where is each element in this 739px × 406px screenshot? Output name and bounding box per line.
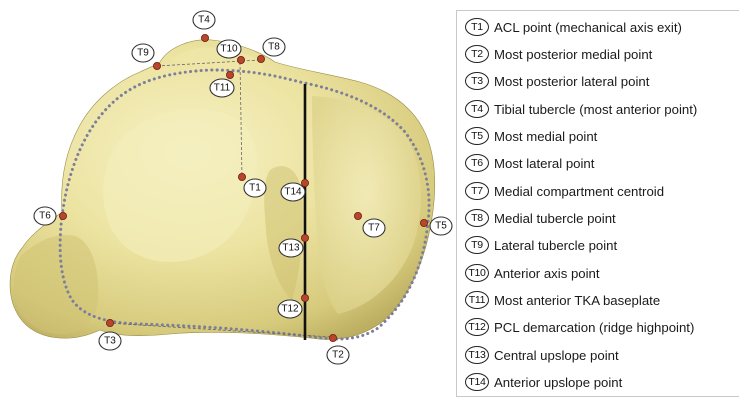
- legend-item-t2: T2 Most posterior medial point: [465, 42, 652, 66]
- legend-badge: T14: [465, 373, 489, 391]
- legend-badge: T2: [465, 45, 489, 63]
- label-t9-text: T9: [137, 48, 149, 59]
- point-t11: [226, 71, 233, 78]
- legend-item-t6: T6 Most lateral point: [465, 151, 594, 175]
- legend-item-t4: T4 Tibial tubercle (most anterior point): [465, 97, 697, 121]
- legend-badge: T8: [465, 209, 489, 227]
- legend-text: Most posterior medial point: [494, 47, 652, 62]
- legend-badge: T6: [465, 154, 489, 172]
- label-t13-text: T13: [282, 243, 300, 254]
- label-t12-text: T12: [281, 304, 299, 315]
- legend-text: Lateral tubercle point: [494, 238, 617, 253]
- legend-badge: T11: [465, 291, 489, 309]
- legend-text: PCL demarcation (ridge highpoint): [494, 320, 694, 335]
- label-t4-text: T4: [198, 15, 210, 26]
- label-t14-text: T14: [284, 187, 302, 198]
- legend-item-t8: T8 Medial tubercle point: [465, 206, 616, 230]
- legend-text: Anterior axis point: [494, 266, 600, 281]
- point-t5: [420, 219, 427, 226]
- legend-badge: T9: [465, 236, 489, 254]
- legend-text: Tibial tubercle (most anterior point): [494, 102, 697, 117]
- legend-badge: T7: [465, 182, 489, 200]
- label-t1: T1: [244, 179, 266, 197]
- legend-text: Most posterior lateral point: [494, 74, 649, 89]
- legend-badge: T13: [465, 346, 489, 364]
- point-t6: [59, 212, 66, 219]
- point-t14: [301, 179, 308, 186]
- label-t14: T14: [281, 183, 305, 201]
- point-t3: [106, 319, 113, 326]
- label-t7: T7: [363, 219, 385, 237]
- point-t7: [354, 212, 361, 219]
- legend-badge: T4: [465, 100, 489, 118]
- label-t10-text: T10: [220, 44, 238, 55]
- label-t12: T12: [278, 300, 302, 318]
- legend-item-t5: T5 Most medial point: [465, 124, 597, 148]
- label-t5: T5: [430, 217, 452, 235]
- legend-item-t13: T13 Central upslope point: [465, 343, 619, 367]
- point-t8: [257, 55, 264, 62]
- label-t6-text: T6: [39, 211, 51, 222]
- legend-item-t11: T11 Most anterior TKA baseplate: [465, 288, 660, 312]
- label-t3-text: T3: [104, 336, 116, 347]
- legend-text: Most lateral point: [494, 156, 594, 171]
- legend-item-t7: T7 Medial compartment centroid: [465, 179, 664, 203]
- legend-badge: T3: [465, 72, 489, 90]
- point-t13: [301, 234, 308, 241]
- legend-text: ACL point (mechanical axis exit): [494, 20, 682, 35]
- point-t1: [238, 173, 245, 180]
- legend-item-t3: T3 Most posterior lateral point: [465, 69, 649, 93]
- legend-badge: T5: [465, 127, 489, 145]
- label-t6: T6: [34, 207, 56, 225]
- legend-item-t10: T10 Anterior axis point: [465, 261, 600, 285]
- point-t2: [329, 334, 336, 341]
- label-t2: T2: [327, 346, 349, 364]
- legend-item-t9: T9 Lateral tubercle point: [465, 233, 617, 257]
- label-t5-text: T5: [435, 221, 447, 232]
- legend-text: Central upslope point: [494, 348, 619, 363]
- label-t11: T11: [210, 79, 234, 97]
- legend-text: Medial compartment centroid: [494, 184, 664, 199]
- point-t10: [237, 56, 244, 63]
- label-t10: T10: [217, 40, 241, 58]
- label-t3: T3: [99, 332, 121, 350]
- label-t1-text: T1: [249, 183, 261, 194]
- legend-text: Most medial point: [494, 129, 597, 144]
- legend-text: Most anterior TKA baseplate: [494, 293, 660, 308]
- legend-item-t14: T14 Anterior upslope point: [465, 370, 622, 394]
- label-t4: T4: [193, 11, 215, 29]
- point-t4: [201, 34, 208, 41]
- label-t2-text: T2: [332, 350, 344, 361]
- label-t8-text: T8: [268, 42, 280, 53]
- label-t9: T9: [132, 44, 154, 62]
- point-t12: [301, 294, 308, 301]
- legend-text: Medial tubercle point: [494, 211, 616, 226]
- label-t8: T8: [263, 38, 285, 56]
- label-t13: T13: [279, 239, 303, 257]
- label-t11-text: T11: [214, 83, 231, 94]
- legend-item-t1: T1 ACL point (mechanical axis exit): [465, 15, 682, 39]
- point-t9: [153, 62, 160, 69]
- label-t7-text: T7: [368, 223, 380, 234]
- legend-item-t12: T12 PCL demarcation (ridge highpoint): [465, 315, 694, 339]
- legend-text: Anterior upslope point: [494, 375, 622, 390]
- legend-badge: T1: [465, 18, 489, 36]
- legend-badge: T12: [465, 318, 489, 336]
- legend-badge: T10: [465, 264, 489, 282]
